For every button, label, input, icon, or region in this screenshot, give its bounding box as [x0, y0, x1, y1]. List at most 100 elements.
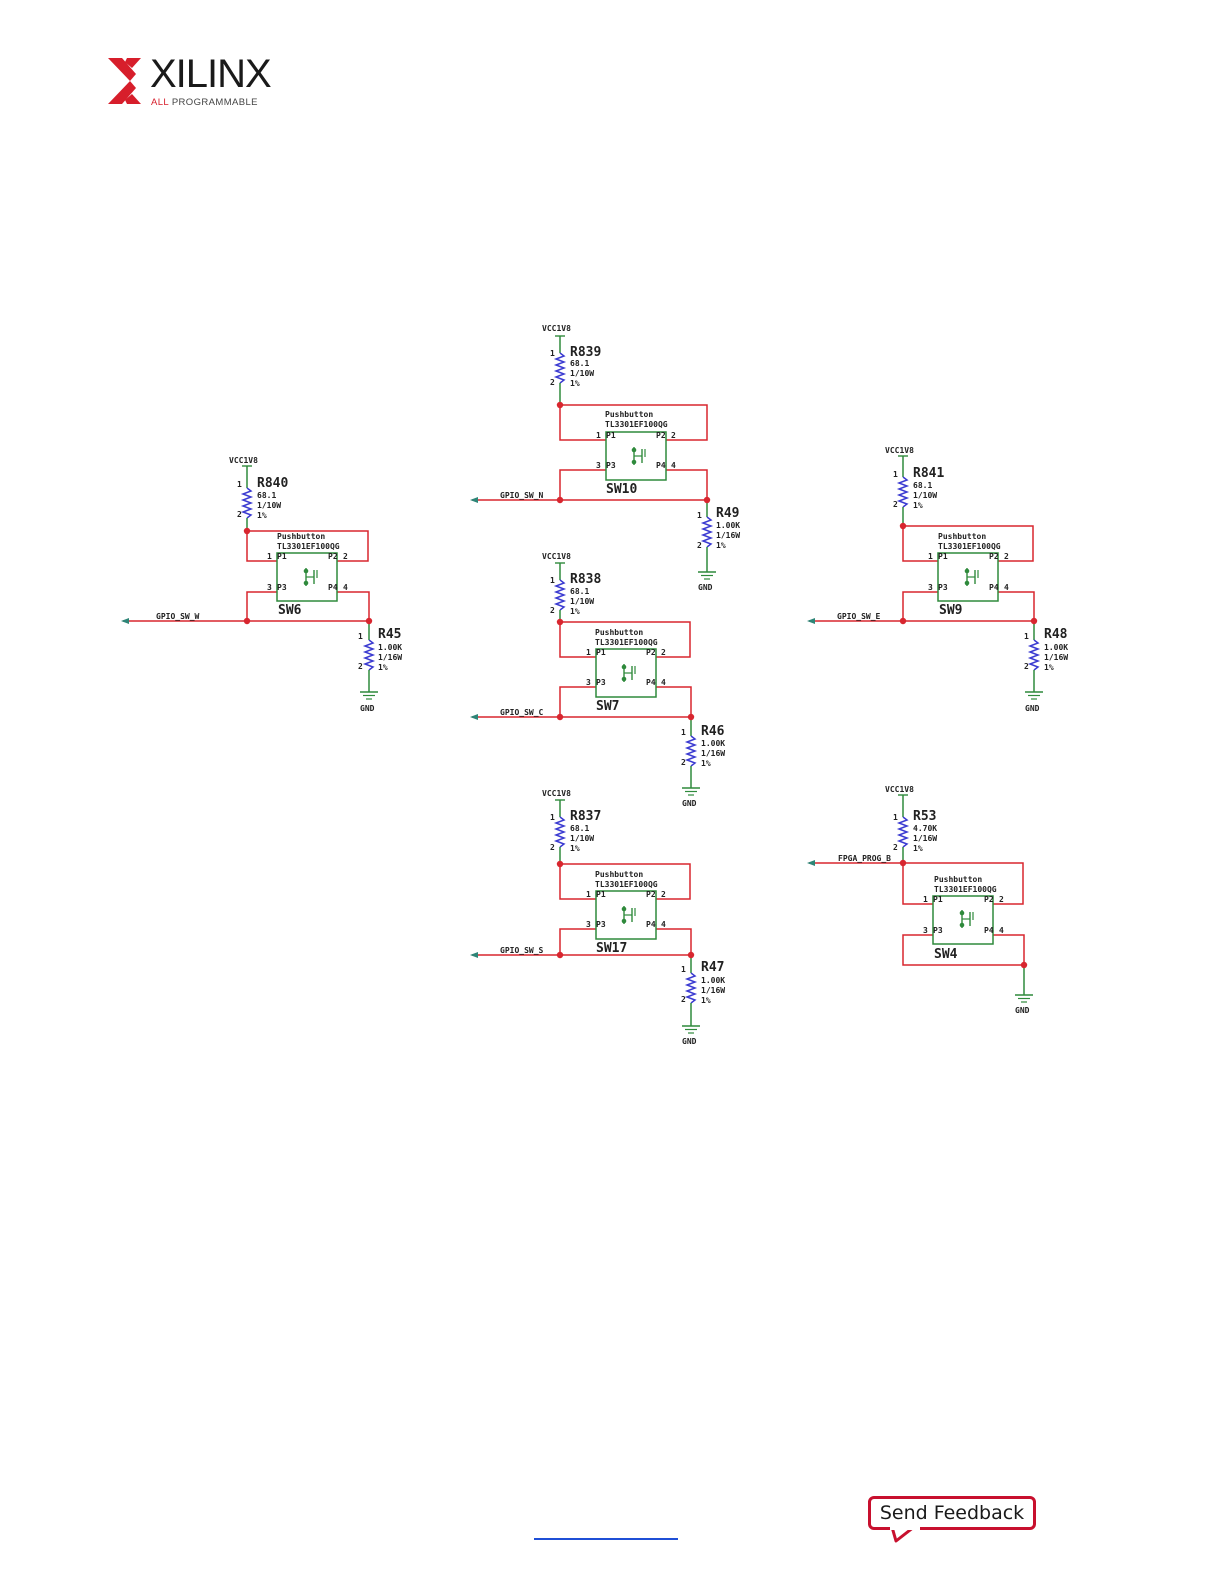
- pin-name: P1: [596, 890, 606, 899]
- pin-name: P3: [596, 920, 606, 929]
- switch-type: Pushbutton: [934, 875, 982, 884]
- resistor-value: 1.00K: [1044, 643, 1068, 652]
- resistor-ref: R839: [570, 345, 601, 360]
- pin-name: P3: [277, 583, 287, 592]
- footer-link-underline[interactable]: [534, 1538, 678, 1540]
- pin-name: P1: [933, 895, 943, 904]
- resistor-tolerance: 1%: [913, 844, 923, 853]
- pin-number: 1: [1024, 632, 1029, 641]
- resistor-value: 68.1: [257, 491, 276, 500]
- pin-name: P3: [596, 678, 606, 687]
- resistor-power: 1/10W: [570, 597, 594, 606]
- pin-name: P2: [646, 890, 656, 899]
- pin-number: 4: [671, 461, 676, 470]
- pin-number: 1: [596, 431, 601, 440]
- supply-label: VCC1V8: [542, 789, 571, 798]
- pin-number: 2: [1004, 552, 1009, 561]
- switch-ref: SW9: [939, 603, 962, 618]
- pin-name: P4: [984, 926, 994, 935]
- resistor-power: 1/16W: [701, 749, 725, 758]
- circuit-sw10: VCC1V8 1 2 68.1 1/10W 1% Pushbutton TL33…: [470, 324, 740, 592]
- resistor-ref: R838: [570, 572, 601, 587]
- switch-part: TL3301EF100QG: [595, 880, 658, 889]
- switch-type: Pushbutton: [277, 532, 325, 541]
- resistor-value: 68.1: [570, 824, 589, 833]
- pin-number: 1: [267, 552, 272, 561]
- switch-ref: SW7: [596, 699, 619, 714]
- pin-name: P2: [984, 895, 994, 904]
- pin-name: P3: [938, 583, 948, 592]
- supply-label: VCC1V8: [885, 785, 914, 794]
- switch-part: TL3301EF100QG: [938, 542, 1001, 551]
- pin-number: 2: [661, 890, 666, 899]
- pin-number: 2: [661, 648, 666, 657]
- switch-type: Pushbutton: [595, 628, 643, 637]
- pin-number: 2: [893, 500, 898, 509]
- pin-number: 4: [661, 678, 666, 687]
- resistor-value: 68.1: [913, 481, 932, 490]
- pin-name: P4: [989, 583, 999, 592]
- ground-label: GND: [1025, 704, 1040, 713]
- switch-ref: SW6: [278, 603, 302, 618]
- resistor-ref: R837: [570, 809, 601, 824]
- pin-number: 3: [596, 461, 601, 470]
- pin-number: 2: [550, 378, 555, 387]
- pin-number: 3: [586, 920, 591, 929]
- pin-name: P2: [646, 648, 656, 657]
- pin-number: 3: [267, 583, 272, 592]
- net-label: GPIO_SW_C: [500, 708, 544, 717]
- supply-label: VCC1V8: [885, 446, 914, 455]
- pin-name: P3: [933, 926, 943, 935]
- pin-name: P1: [938, 552, 948, 561]
- pin-number: 4: [661, 920, 666, 929]
- supply-label: VCC1V8: [542, 324, 571, 333]
- pin-number: 2: [893, 843, 898, 852]
- pin-number: 1: [586, 648, 591, 657]
- resistor-tolerance: 1%: [570, 844, 580, 853]
- pin-number: 1: [550, 576, 555, 585]
- pin-name: P1: [596, 648, 606, 657]
- switch-part: TL3301EF100QG: [605, 420, 668, 429]
- brand-tagline: ALL PROGRAMMABLE: [151, 97, 258, 108]
- pin-number: 1: [893, 470, 898, 479]
- pin-number: 1: [681, 728, 686, 737]
- pin-number: 4: [1004, 583, 1009, 592]
- brand-tagline-all: ALL: [151, 97, 169, 108]
- switch-part: TL3301EF100QG: [277, 542, 340, 551]
- pin-name: P1: [606, 431, 616, 440]
- resistor-tolerance: 1%: [378, 663, 388, 672]
- resistor-ref: R48: [1044, 627, 1068, 642]
- supply-label: VCC1V8: [229, 456, 258, 465]
- pin-name: P1: [277, 552, 287, 561]
- resistor-power: 1/16W: [701, 986, 725, 995]
- ground-label: GND: [698, 583, 713, 592]
- resistor-value: 68.1: [570, 587, 589, 596]
- resistor-tolerance: 1%: [716, 541, 726, 550]
- pin-name: P4: [646, 920, 656, 929]
- resistor-ref: R47: [701, 960, 724, 975]
- ground-label: GND: [1015, 1006, 1030, 1015]
- resistor-value: 4.70K: [913, 824, 937, 833]
- ground-label: GND: [682, 1037, 697, 1046]
- resistor-tolerance: 1%: [701, 996, 711, 1005]
- pin-number: 2: [681, 758, 686, 767]
- switch-part: TL3301EF100QG: [934, 885, 997, 894]
- pin-number: 3: [586, 678, 591, 687]
- ground-label: GND: [360, 704, 375, 713]
- pin-name: P2: [989, 552, 999, 561]
- send-feedback-label: Send Feedback: [879, 1502, 1025, 1524]
- resistor-ref: R46: [701, 724, 725, 739]
- resistor-tolerance: 1%: [570, 607, 580, 616]
- pin-number: 1: [550, 349, 555, 358]
- send-feedback-button[interactable]: Send Feedback: [868, 1496, 1036, 1530]
- pin-number: 1: [550, 813, 555, 822]
- xilinx-x-icon: [108, 58, 141, 104]
- pin-number: 2: [237, 510, 242, 519]
- pin-number: 1: [681, 965, 686, 974]
- resistor-ref: R841: [913, 466, 944, 481]
- resistor-power: 1/10W: [570, 834, 594, 843]
- pin-number: 1: [358, 632, 363, 641]
- pin-number: 2: [343, 552, 348, 561]
- pin-number: 2: [1024, 662, 1029, 671]
